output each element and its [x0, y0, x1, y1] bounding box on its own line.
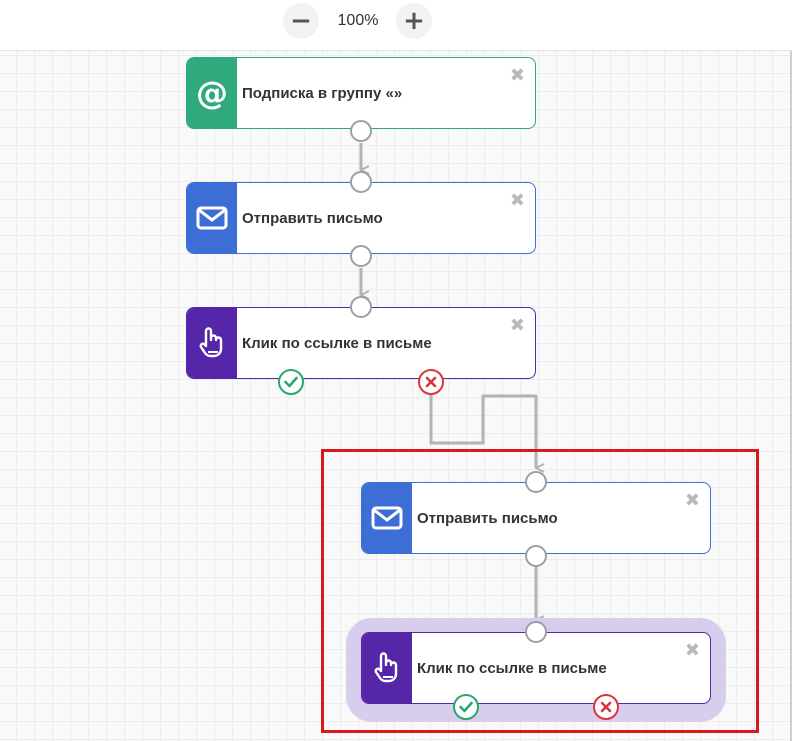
- output-port[interactable]: [350, 245, 372, 267]
- node-label: Отправить письмо: [417, 509, 558, 527]
- condition-node-link-click[interactable]: Клик по ссылке в письме ✖: [186, 307, 536, 379]
- close-icon[interactable]: ✖: [509, 65, 525, 86]
- envelope-icon: [371, 506, 403, 530]
- node-icon-panel: [362, 483, 412, 553]
- node-icon-panel: [187, 308, 237, 378]
- success-output-port[interactable]: [278, 369, 304, 395]
- envelope-icon: [196, 206, 228, 230]
- output-port[interactable]: [525, 545, 547, 567]
- close-icon[interactable]: ✖: [684, 490, 700, 511]
- action-node-send-email-2[interactable]: Отправить письмо ✖: [361, 482, 711, 554]
- check-icon: [459, 701, 473, 713]
- check-icon: [284, 376, 298, 388]
- cross-icon: [600, 701, 612, 713]
- close-icon[interactable]: ✖: [509, 315, 525, 336]
- trigger-node-group-subscription[interactable]: @ Подписка в группу «» ✖: [186, 57, 536, 129]
- node-icon-panel: [362, 633, 412, 703]
- node-icon-panel: [187, 183, 237, 253]
- node-label: Клик по ссылке в письме: [417, 659, 607, 677]
- failure-output-port[interactable]: [593, 694, 619, 720]
- close-icon[interactable]: ✖: [684, 640, 700, 661]
- hand-pointer-icon: [199, 327, 223, 358]
- highlight-frame: [321, 449, 759, 733]
- cross-icon: [425, 376, 437, 388]
- failure-output-port[interactable]: [418, 369, 444, 395]
- input-port[interactable]: [350, 171, 372, 193]
- zoom-toolbar: − 100% +: [0, 0, 792, 51]
- input-port[interactable]: [525, 471, 547, 493]
- zoom-out-button[interactable]: −: [283, 3, 319, 39]
- at-icon: @: [196, 74, 228, 112]
- hand-pointer-icon: [374, 652, 398, 683]
- input-port[interactable]: [350, 296, 372, 318]
- node-label: Клик по ссылке в письме: [242, 334, 432, 352]
- workflow-canvas[interactable]: [0, 51, 792, 741]
- close-icon[interactable]: ✖: [509, 190, 525, 211]
- node-label: Отправить письмо: [242, 209, 383, 227]
- node-icon-panel: @: [187, 58, 237, 128]
- action-node-send-email[interactable]: Отправить письмо ✖: [186, 182, 536, 254]
- condition-node-link-click-2[interactable]: Клик по ссылке в письме ✖: [361, 632, 711, 704]
- zoom-in-button[interactable]: +: [396, 3, 432, 39]
- canvas-scrollbar[interactable]: [790, 51, 792, 741]
- success-output-port[interactable]: [453, 694, 479, 720]
- node-label: Подписка в группу «»: [242, 84, 403, 102]
- zoom-level: 100%: [337, 12, 379, 29]
- output-port[interactable]: [350, 120, 372, 142]
- input-port[interactable]: [525, 621, 547, 643]
